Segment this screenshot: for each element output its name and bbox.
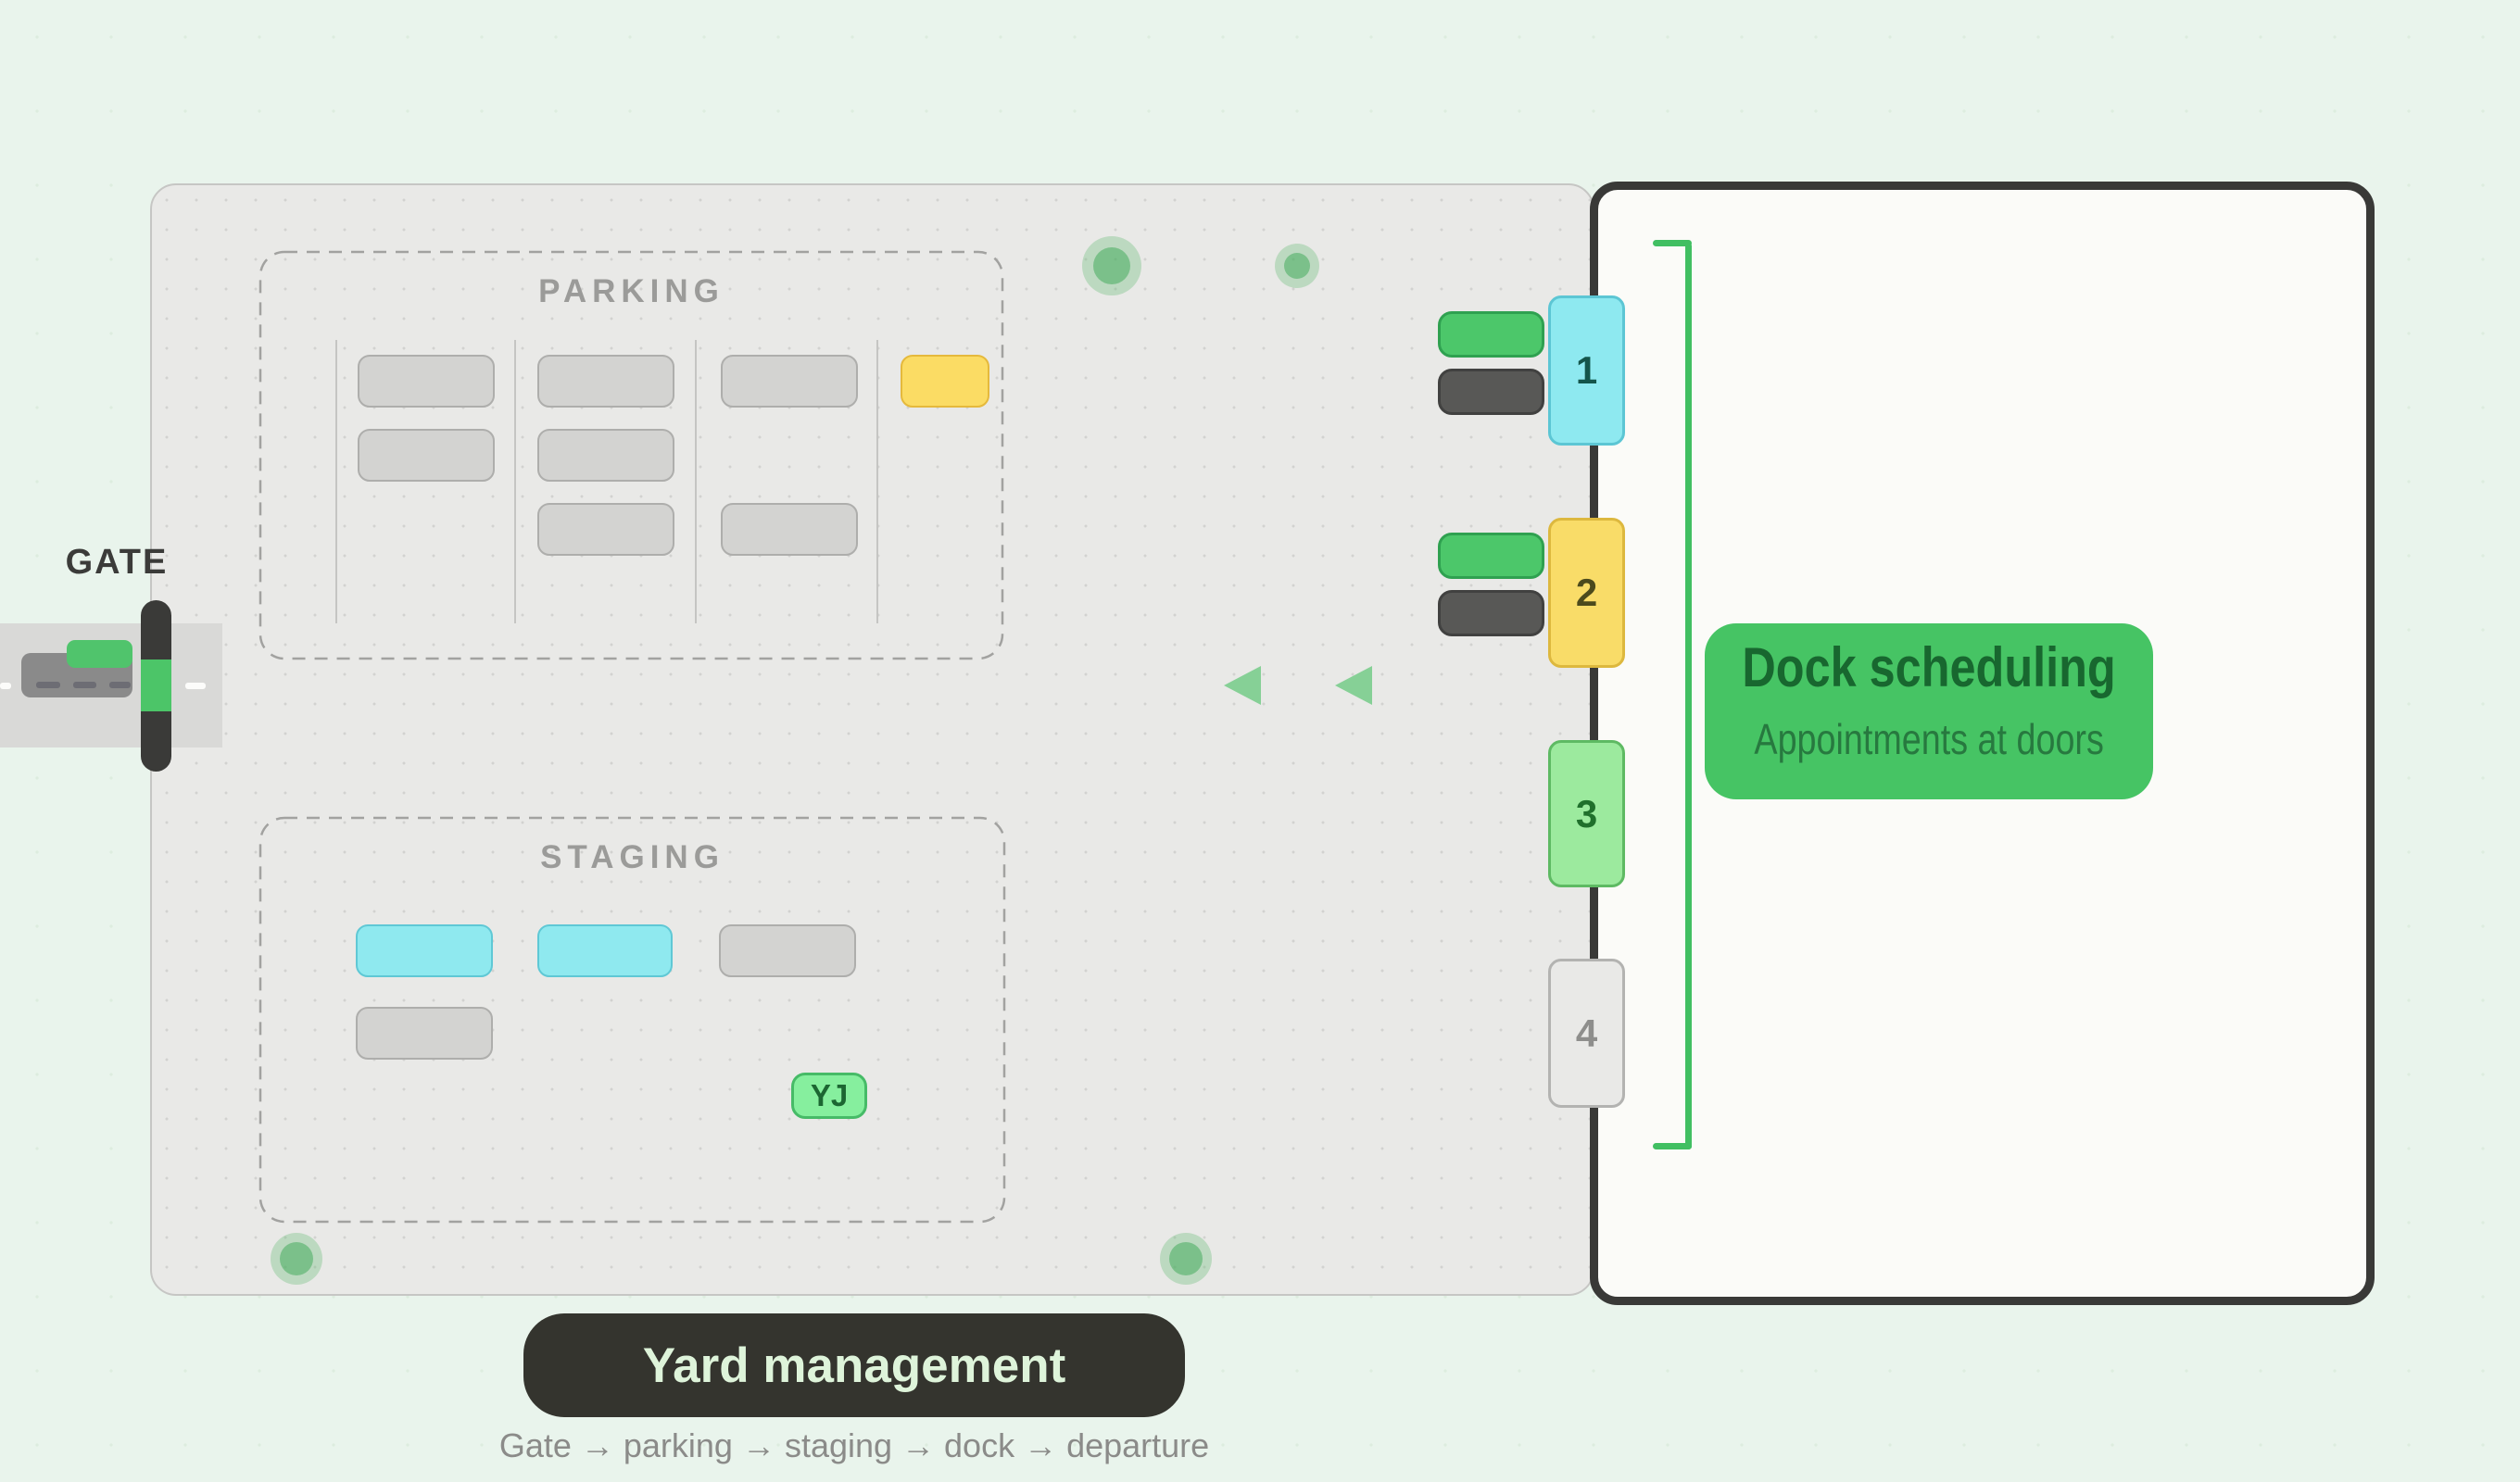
activity-glow-dot — [1275, 244, 1319, 288]
dock-scheduling-subtitle: Appointments at doors — [1754, 715, 2104, 763]
dock-door-4[interactable]: 4 — [1548, 959, 1625, 1108]
dock-truck-dark — [1438, 590, 1544, 636]
activity-glow-dot — [1082, 236, 1141, 295]
parking-spot[interactable] — [537, 355, 674, 408]
dock-doors-bracket — [1685, 243, 1692, 1149]
staging-zone-label: STAGING — [540, 839, 724, 875]
parking-lane-divider — [335, 340, 337, 623]
staging-slot[interactable] — [356, 1007, 493, 1060]
parking-spot[interactable] — [537, 503, 674, 556]
parking-spot[interactable] — [358, 355, 495, 408]
parking-zone-label: PARKING — [538, 273, 724, 309]
yard-management-banner: Yard management — [523, 1313, 1185, 1417]
dock-doors-bracket-bottom — [1653, 1143, 1692, 1149]
flow-arrow-left-icon — [1224, 666, 1261, 705]
parking-spot[interactable] — [721, 503, 858, 556]
parking-spot[interactable] — [721, 355, 858, 408]
parking-lane-divider — [514, 340, 516, 623]
activity-glow-dot — [1160, 1233, 1212, 1285]
road-centerline-dash — [109, 682, 131, 688]
parking-spot[interactable] — [358, 429, 495, 482]
road-centerline-dash — [73, 682, 96, 688]
yard-jockey-badge[interactable]: YJ — [791, 1073, 867, 1119]
gate-barrier-open-segment — [141, 659, 171, 711]
yard-management-title: Yard management — [642, 1338, 1066, 1393]
road-centerline-dash — [185, 683, 206, 689]
road-centerline-dash — [0, 683, 11, 689]
flow-caption: Gate → parking → staging → dock → depart… — [498, 1426, 1210, 1464]
dock-truck-green — [1438, 533, 1544, 579]
parking-spot[interactable] — [537, 429, 674, 482]
dock-door-3[interactable]: 3 — [1548, 740, 1625, 887]
parking-spot-occupied-yellow[interactable] — [901, 355, 989, 408]
inbound-truck-cab — [67, 640, 132, 668]
dock-scheduling-card: Dock scheduling Appointments at doors — [1705, 623, 2153, 799]
dock-scheduling-title: Dock scheduling — [1742, 636, 2116, 698]
parking-lane-divider — [876, 340, 878, 623]
dock-door-2[interactable]: 2 — [1548, 518, 1625, 668]
dock-truck-dark — [1438, 369, 1544, 415]
dock-truck-green — [1438, 311, 1544, 358]
road-centerline-dash — [36, 682, 60, 688]
parking-lane-divider — [695, 340, 697, 623]
dock-doors-bracket-top — [1653, 240, 1692, 246]
gate-label: GATE — [65, 543, 169, 582]
parking-zone-border — [258, 250, 1004, 660]
staging-slot-occupied-cyan[interactable] — [356, 924, 493, 977]
flow-arrow-left-icon — [1335, 666, 1372, 705]
staging-zone-border — [258, 816, 1006, 1224]
staging-slot-occupied-cyan[interactable] — [537, 924, 673, 977]
activity-glow-dot — [271, 1233, 322, 1285]
staging-slot[interactable] — [719, 924, 856, 977]
dock-door-1[interactable]: 1 — [1548, 295, 1625, 446]
